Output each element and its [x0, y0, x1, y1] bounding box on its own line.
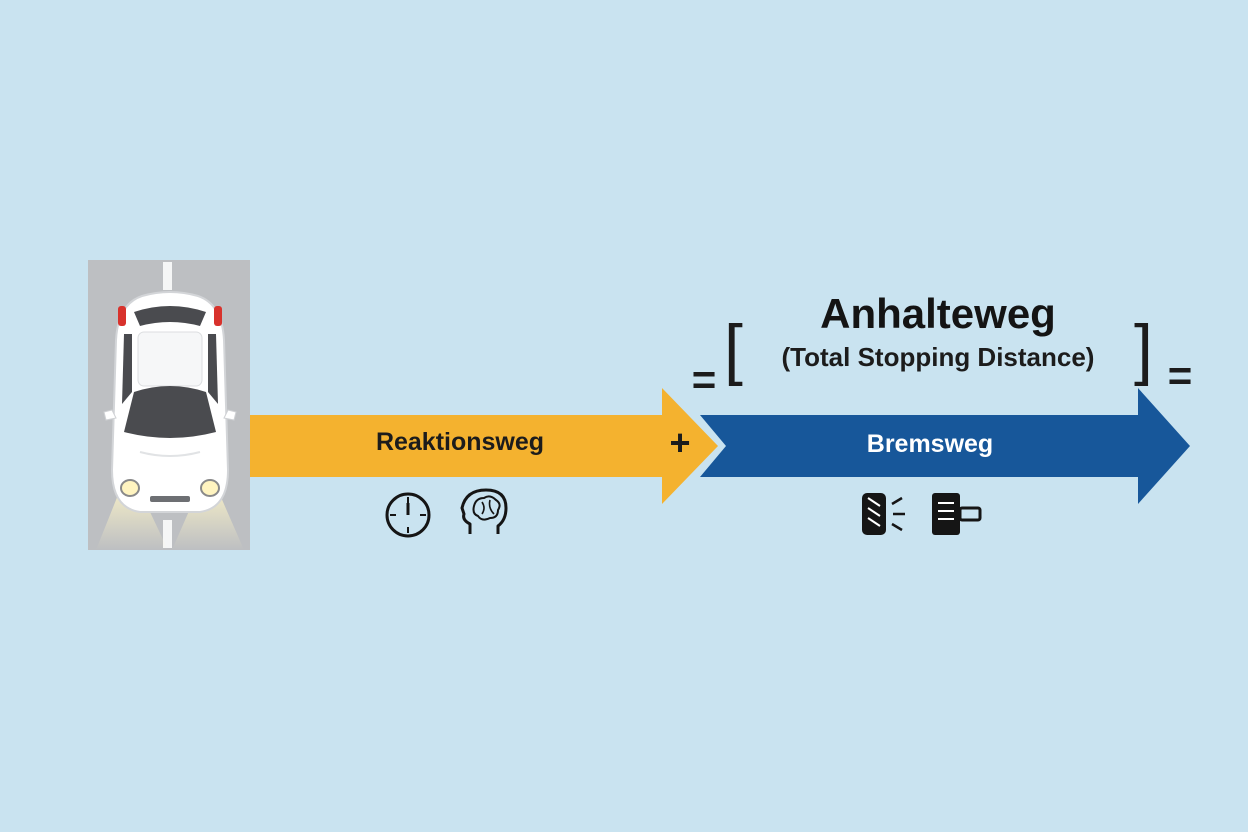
reaction-label: Reaktionsweg: [375, 428, 545, 456]
diagram-title: Anhalteweg: [820, 290, 1056, 337]
stopwatch-icon: [385, 492, 431, 538]
headlight: [200, 479, 220, 497]
equals-left: =: [691, 356, 717, 403]
brake-tire-icon: [862, 493, 905, 535]
bracket-left: [: [724, 311, 743, 387]
plus-operator: +: [669, 422, 691, 463]
reaction-arrow: [250, 388, 718, 504]
lane-marking: [163, 520, 172, 548]
headlight: [120, 479, 140, 497]
car-icon: [103, 291, 237, 513]
equals-right: =: [1167, 352, 1193, 399]
headlight-beam: [96, 495, 168, 550]
diagram-subtitle: (Total Stopping Distance): [781, 342, 1095, 372]
bracket-right: ]: [1134, 311, 1153, 387]
road-car-panel: [88, 260, 250, 550]
braking-label: Bremsweg: [866, 430, 994, 458]
brake-pedal-icon: [932, 493, 982, 535]
braking-arrow: [700, 388, 1190, 504]
lane-marking: [163, 262, 172, 290]
brain-head-icon: [460, 488, 508, 534]
